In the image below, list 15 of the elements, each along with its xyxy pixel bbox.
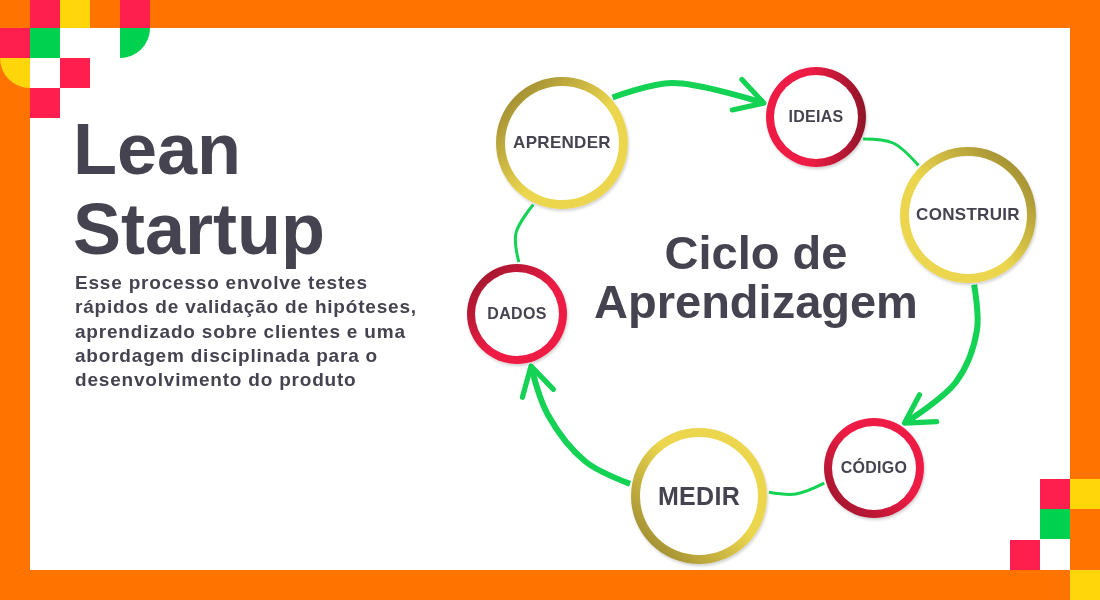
cycle-heading: Ciclo de Aprendizagem xyxy=(593,228,919,326)
curved-arrow xyxy=(519,363,632,487)
title-heading: Lean Startup xyxy=(73,109,326,269)
connector-line xyxy=(768,481,825,496)
step-label: CONSTRUIR xyxy=(916,205,1020,225)
step-label: DADOS xyxy=(487,305,547,323)
description-text: Esse processo envolve testes rápidos de validação de hipóteses, aprendizado sobre clientes e uma abordagem disciplinada para o desenvolvimento do produto xyxy=(75,271,418,393)
step-label: APRENDER xyxy=(513,133,611,153)
step-label: MEDIR xyxy=(657,481,741,511)
curved-arrow xyxy=(901,284,981,426)
step-label: CÓDIGO xyxy=(840,459,908,477)
step-label: IDEIAS xyxy=(788,108,844,126)
connector-line xyxy=(513,203,535,263)
curved-arrow xyxy=(611,76,767,113)
connector-line xyxy=(863,137,920,167)
